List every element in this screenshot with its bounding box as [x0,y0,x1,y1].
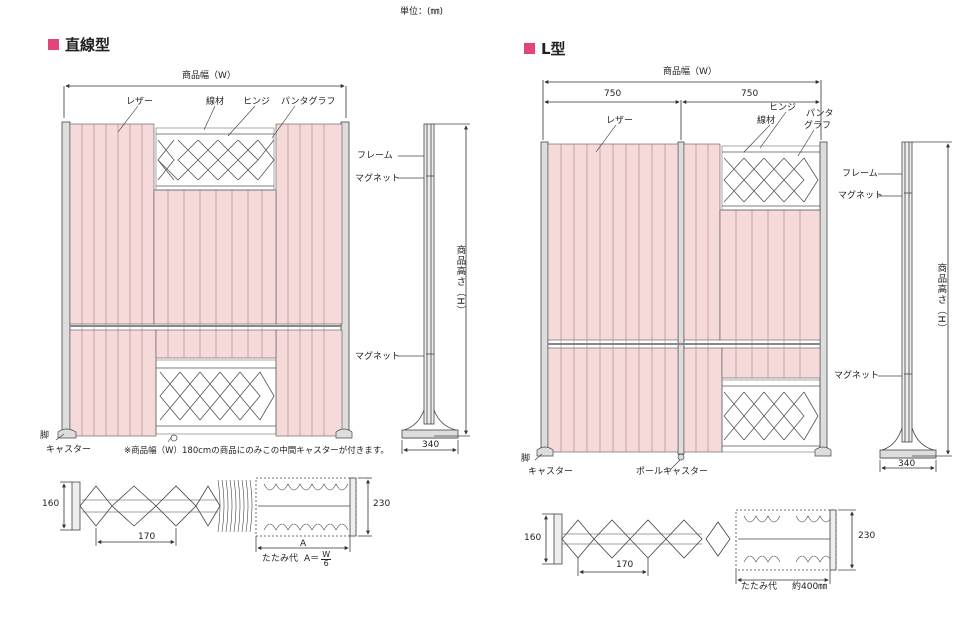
straight-front-view [55,105,353,443]
l-magnet-bottom-callout: マグネット [834,371,880,381]
section-marker-icon [48,39,59,50]
straight-plan-230: 230 [373,499,391,509]
straight-upper-lattice [155,127,275,191]
l-front-view [534,111,832,471]
straight-formula-num: W [321,550,332,560]
l-height-label: 商品高さ（H） [935,263,947,335]
straight-width-label: 商品幅（W） [182,71,236,81]
straight-plan-view [60,477,372,552]
l-magnet-top-callout: マグネット [838,191,884,201]
l-half-right: 750 [741,89,759,99]
l-plan-view [542,509,856,584]
straight-plan-160: 160 [42,499,60,509]
l-frame-callout: フレーム [842,169,878,179]
straight-upper-panels [69,123,343,325]
straight-fold-formula: たたみ代 A＝ W 6 [262,550,332,568]
l-pole-caster-label: ポールキャスター [636,467,709,477]
straight-magnet-top-callout: マグネット [355,174,401,184]
straight-caster-label: キャスター [46,445,92,455]
straight-frame-callout: フレーム [357,151,393,161]
l-lower-lattice [721,379,821,453]
l-hinge-callout: ヒンジ [769,103,797,113]
straight-section-title: 直線型 [48,34,110,55]
straight-side-view [398,123,470,454]
straight-depth-label: 340 [422,440,440,450]
straight-title-text: 直線型 [65,36,111,54]
l-plan-230: 230 [858,531,876,541]
l-width-label: 商品幅（W） [663,67,717,77]
l-fold-value: 約400㎜ [792,582,828,592]
straight-plan-A: A [300,539,307,549]
straight-magnet-bottom-callout: マグネット [355,352,401,362]
straight-pantograph-callout: パンタグラフ [281,97,336,107]
l-fold-label: たたみ代 [741,582,778,592]
l-title-text: L型 [541,40,566,58]
straight-plan-170: 170 [138,532,156,542]
straight-lower-lattice [155,359,277,442]
straight-formula-fraction: W 6 [321,550,332,568]
l-plan-160: 160 [524,533,542,543]
l-leather-callout: レザー [606,116,634,126]
l-half-left: 750 [604,89,622,99]
straight-formula-lhs: A＝ [304,554,320,564]
l-section-title: L型 [524,38,566,59]
section-marker-icon [524,43,535,54]
l-side-view [878,141,952,472]
straight-height-label: 商品高さ（H） [454,245,466,317]
l-upper-lattice [721,145,821,211]
straight-formula-den: 6 [323,559,329,568]
l-depth-label: 340 [898,459,916,469]
l-right-panels [683,143,821,453]
l-leg-label: 脚 [521,454,531,464]
l-pantograph-callout-1: パンタ [806,109,834,119]
l-plan-170: 170 [616,560,634,570]
straight-hinge-callout: ヒンジ [243,97,271,107]
l-caster-label: キャスター [528,467,574,477]
straight-wire-callout: 線材 [206,97,225,107]
straight-note: ※商品幅（W）180cmの商品にのみこの中間キャスターが付きます。 [124,446,389,456]
straight-width-dimension [63,84,347,118]
straight-lower-panels [69,329,343,437]
unit-label: 単位：(㎜) [400,7,444,17]
l-width-dimension [542,80,822,140]
l-pantograph-callout-2: グラフ [804,121,832,131]
straight-leg-label: 脚 [40,431,50,441]
l-wire-callout: 線材 [757,116,776,126]
straight-fold-label: たたみ代 [262,554,299,564]
straight-leather-callout: レザー [126,97,154,107]
